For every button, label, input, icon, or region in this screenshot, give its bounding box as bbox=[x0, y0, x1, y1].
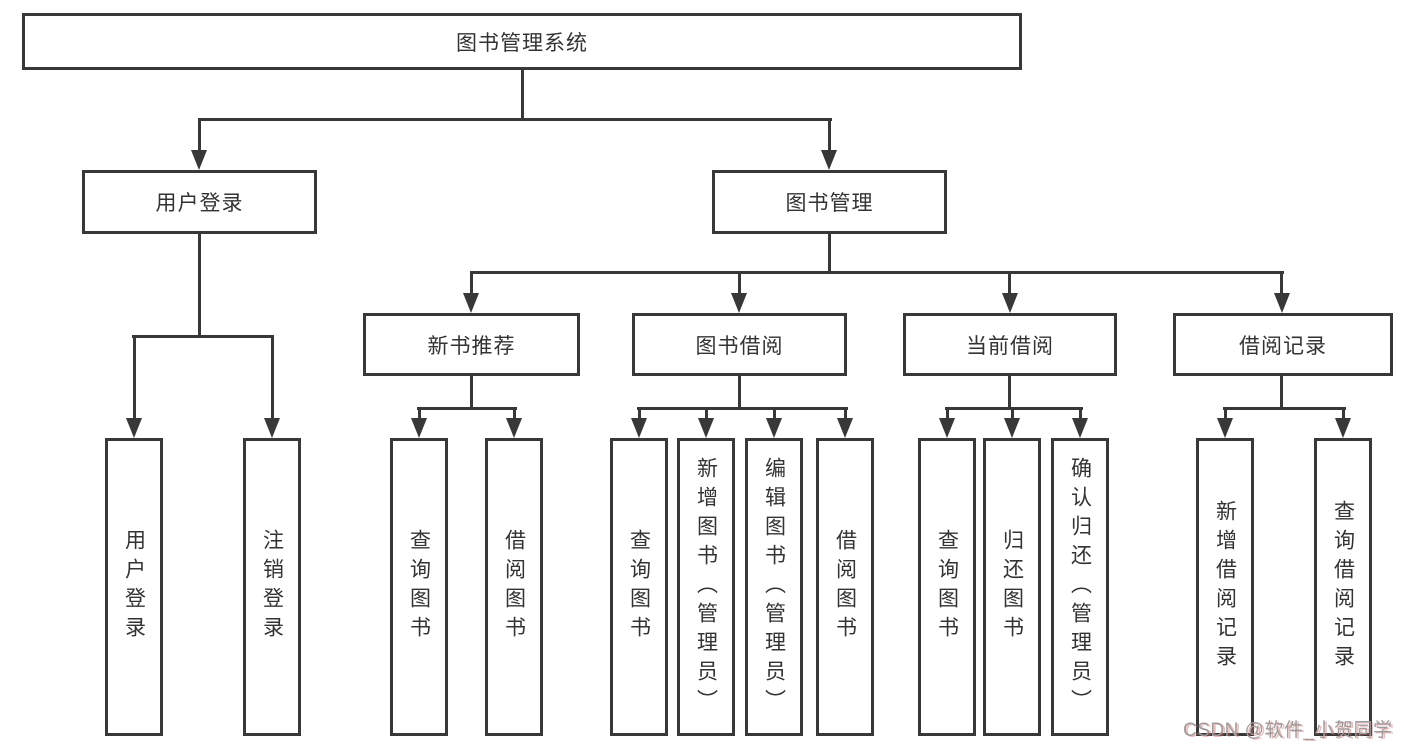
node-label: 图书管理 bbox=[785, 192, 874, 215]
arrowhead-down-icon bbox=[1072, 418, 1088, 438]
node-label: 归还图书 bbox=[1000, 529, 1024, 645]
leaf-user-login: 用户登录 bbox=[105, 438, 163, 736]
connector-line bbox=[1079, 407, 1082, 420]
leaf-current-query-books: 查询图书 bbox=[918, 438, 976, 736]
node-book-management: 图书管理 bbox=[712, 170, 947, 234]
arrowhead-down-icon bbox=[126, 418, 142, 438]
node-library-management-system: 图书管理系统 bbox=[22, 13, 1022, 70]
leaf-borrow-add-books-admin: 新增图书（管理员） bbox=[677, 438, 735, 736]
arrowhead-down-icon bbox=[1274, 293, 1290, 313]
node-label: 查询借阅记录 bbox=[1331, 500, 1355, 674]
node-label: 确认归还（管理员） bbox=[1068, 456, 1092, 718]
arrowhead-down-icon bbox=[698, 418, 714, 438]
node-label: 注销登录 bbox=[260, 529, 284, 645]
node-user-login: 用户登录 bbox=[82, 170, 317, 234]
connector-line bbox=[470, 271, 473, 295]
connector-line bbox=[1342, 407, 1345, 420]
connector-line bbox=[705, 407, 708, 420]
arrowhead-down-icon bbox=[463, 293, 479, 313]
node-label: 查询图书 bbox=[407, 529, 431, 645]
node-label: 图书管理系统 bbox=[456, 31, 588, 55]
connector-line bbox=[1223, 407, 1346, 410]
node-label: 查询图书 bbox=[935, 529, 959, 645]
arrowhead-down-icon bbox=[766, 418, 782, 438]
arrowhead-down-icon bbox=[1217, 418, 1233, 438]
node-label: 借阅记录 bbox=[1239, 334, 1327, 358]
arrowhead-down-icon bbox=[1335, 418, 1351, 438]
connector-line bbox=[271, 335, 274, 420]
connector-line bbox=[844, 407, 847, 420]
arrowhead-down-icon bbox=[731, 293, 747, 313]
node-label: 用户登录 bbox=[122, 529, 146, 645]
leaf-current-confirm-return-admin: 确认归还（管理员） bbox=[1051, 438, 1109, 736]
leaf-logout: 注销登录 bbox=[243, 438, 301, 736]
leaf-borrow-borrow-books: 借阅图书 bbox=[816, 438, 874, 736]
connector-line bbox=[132, 335, 274, 338]
connector-line bbox=[198, 234, 201, 335]
connector-line bbox=[637, 407, 848, 410]
arrowhead-down-icon bbox=[821, 150, 837, 170]
connector-line bbox=[1011, 407, 1014, 420]
connector-line bbox=[1280, 271, 1283, 295]
connector-line bbox=[738, 271, 741, 295]
leaf-newbook-query-books: 查询图书 bbox=[390, 438, 448, 736]
connector-line bbox=[1008, 271, 1011, 295]
leaf-record-query-borrow-record: 查询借阅记录 bbox=[1314, 438, 1372, 736]
connector-line bbox=[417, 407, 517, 410]
connector-line bbox=[199, 118, 832, 121]
connector-line bbox=[638, 407, 641, 420]
connector-line bbox=[1008, 376, 1011, 407]
node-label: 查询图书 bbox=[627, 529, 651, 645]
node-label: 图书借阅 bbox=[695, 334, 784, 358]
arrowhead-down-icon bbox=[191, 150, 207, 170]
connector-line bbox=[946, 407, 949, 420]
connector-line bbox=[945, 407, 1083, 410]
node-label: 用户登录 bbox=[155, 192, 244, 215]
node-borrowing-records: 借阅记录 bbox=[1173, 313, 1393, 376]
arrowhead-down-icon bbox=[939, 418, 955, 438]
connector-line bbox=[828, 234, 831, 271]
node-label: 新增图书（管理员） bbox=[694, 456, 718, 718]
arrowhead-down-icon bbox=[631, 418, 647, 438]
arrowhead-down-icon bbox=[506, 418, 522, 438]
node-label: 新书推荐 bbox=[427, 334, 516, 358]
node-new-book-recommendation: 新书推荐 bbox=[363, 313, 580, 376]
node-label: 新增借阅记录 bbox=[1213, 500, 1237, 674]
node-label: 编辑图书（管理员） bbox=[762, 456, 786, 718]
node-book-borrowing: 图书借阅 bbox=[632, 313, 847, 376]
node-current-borrowing: 当前借阅 bbox=[903, 313, 1117, 376]
connector-line bbox=[521, 70, 524, 118]
node-label: 当前借阅 bbox=[966, 334, 1054, 358]
arrowhead-down-icon bbox=[837, 418, 853, 438]
watermark: CSDN @软件_小贺同学 bbox=[1183, 720, 1393, 741]
connector-line bbox=[738, 376, 741, 407]
node-label: 借阅图书 bbox=[502, 529, 526, 645]
node-label: 借阅图书 bbox=[833, 529, 857, 645]
connector-line bbox=[470, 271, 1284, 274]
connector-line bbox=[198, 118, 201, 152]
connector-line bbox=[513, 407, 516, 420]
leaf-borrow-query-books: 查询图书 bbox=[610, 438, 668, 736]
leaf-record-add-borrow-record: 新增借阅记录 bbox=[1196, 438, 1254, 736]
connector-line bbox=[773, 407, 776, 420]
arrowhead-down-icon bbox=[264, 418, 280, 438]
leaf-current-return-books: 归还图书 bbox=[983, 438, 1041, 736]
arrowhead-down-icon bbox=[411, 418, 427, 438]
arrowhead-down-icon bbox=[1002, 293, 1018, 313]
leaf-newbook-borrow-books: 借阅图书 bbox=[485, 438, 543, 736]
connector-line bbox=[470, 376, 473, 407]
connector-line bbox=[1280, 376, 1283, 407]
connector-line bbox=[1224, 407, 1227, 420]
arrowhead-down-icon bbox=[1004, 418, 1020, 438]
connector-line bbox=[828, 118, 831, 152]
connector-line bbox=[418, 407, 421, 420]
leaf-borrow-edit-books-admin: 编辑图书（管理员） bbox=[745, 438, 803, 736]
connector-line bbox=[133, 335, 136, 420]
